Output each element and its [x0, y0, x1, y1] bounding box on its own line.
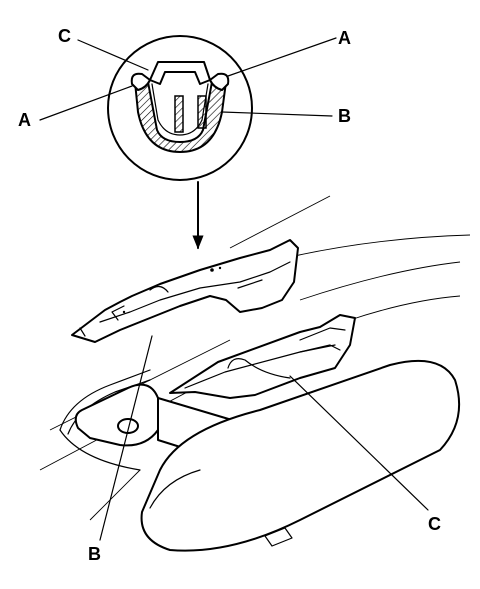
callout-label: B: [88, 544, 101, 564]
callout-label: A: [338, 28, 351, 48]
cross-section-inset: [107, 35, 253, 181]
callout-label: B: [338, 106, 351, 126]
cross-section-lips: [130, 72, 230, 91]
callout-label: C: [58, 26, 71, 46]
callout-label: A: [18, 110, 31, 130]
leader-lines: [39, 37, 429, 541]
rearview-mirror-body: [140, 359, 461, 552]
mirror-mounting-bracket: [169, 314, 356, 399]
callout-label: C: [428, 514, 441, 534]
mirror-base-part: [71, 239, 299, 343]
cross-section-clip: [149, 61, 211, 133]
